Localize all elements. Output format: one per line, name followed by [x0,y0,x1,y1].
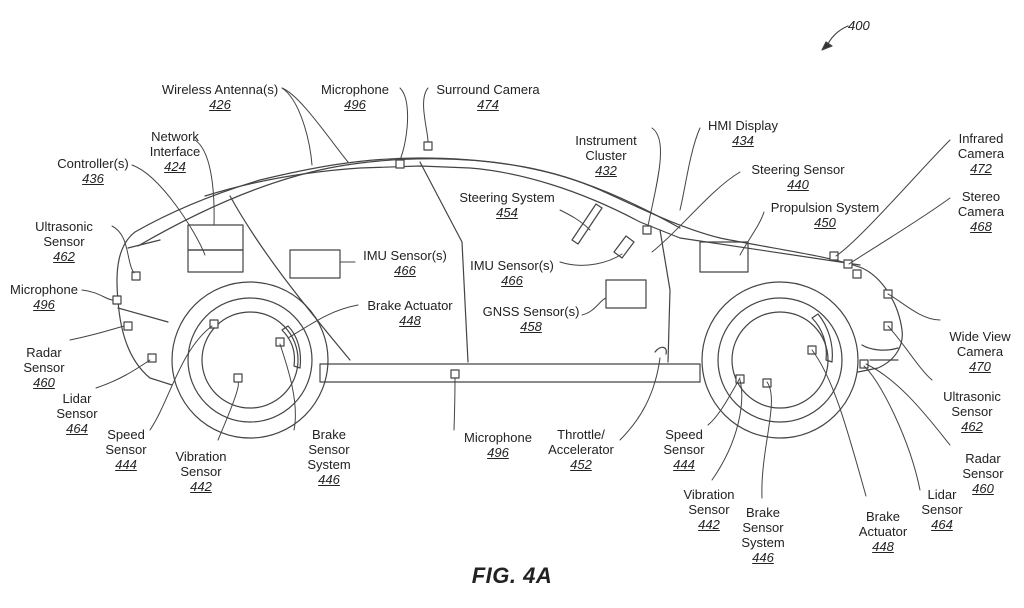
front-wheel [702,282,858,438]
label-stereo-camera: Stereo Camera468 [946,174,1016,249]
door-handle [655,347,666,354]
sill [320,364,700,382]
gnss-box [606,280,646,308]
imu-sensor-front-shape [614,236,634,258]
label-ultrasonic-rear: Ultrasonic Sensor462 [28,204,100,279]
steering-column [572,204,602,244]
front-pillar [660,230,670,362]
label-instrument-cluster: Instrument Cluster432 [566,118,646,193]
label-imu-rear: IMU Sensor(s)466 [350,248,460,278]
label-brake-system-rear: Brake Sensor System446 [296,412,362,502]
label-throttle: Throttle/ Accelerator452 [540,412,622,487]
imu-box-rear [290,250,340,278]
label-surround-camera: Surround Camera474 [428,82,548,112]
figure-reference-number: 400 [848,18,870,33]
label-propulsion-system: Propulsion System450 [760,200,890,230]
label-wireless-antenna: Wireless Antenna(s)426 [150,82,290,112]
label-lidar-front: Lidar Sensor464 [910,472,974,547]
figure-caption: FIG. 4A [0,563,1024,589]
label-brake-actuator-front: Brake Actuator448 [850,494,916,569]
propulsion-box [700,242,748,272]
controller-box [188,250,243,272]
label-steering-system: Steering System454 [450,190,564,220]
reference-arrowhead [822,42,832,50]
label-microphone-bottom: Microphone496 [458,430,538,460]
rear-trim [118,240,168,322]
label-microphone-roof: Microphone496 [315,82,395,112]
label-controllers: Controller(s)436 [48,156,138,186]
label-hmi-display: HMI Display434 [696,118,790,148]
label-brake-actuator-rear: Brake Actuator448 [356,298,464,328]
label-steering-sensor: Steering Sensor440 [740,162,856,192]
label-lidar-rear: Lidar Sensor464 [52,376,102,451]
label-imu-front: IMU Sensor(s)466 [462,258,562,288]
label-microphone-rear: Microphone496 [4,282,84,312]
label-network-interface: Network Interface424 [140,114,210,189]
label-vibration-rear: Vibration Sensor442 [168,434,234,509]
label-speed-rear: Speed Sensor444 [98,412,154,487]
label-gnss-sensor: GNSS Sensor(s)458 [476,304,586,334]
